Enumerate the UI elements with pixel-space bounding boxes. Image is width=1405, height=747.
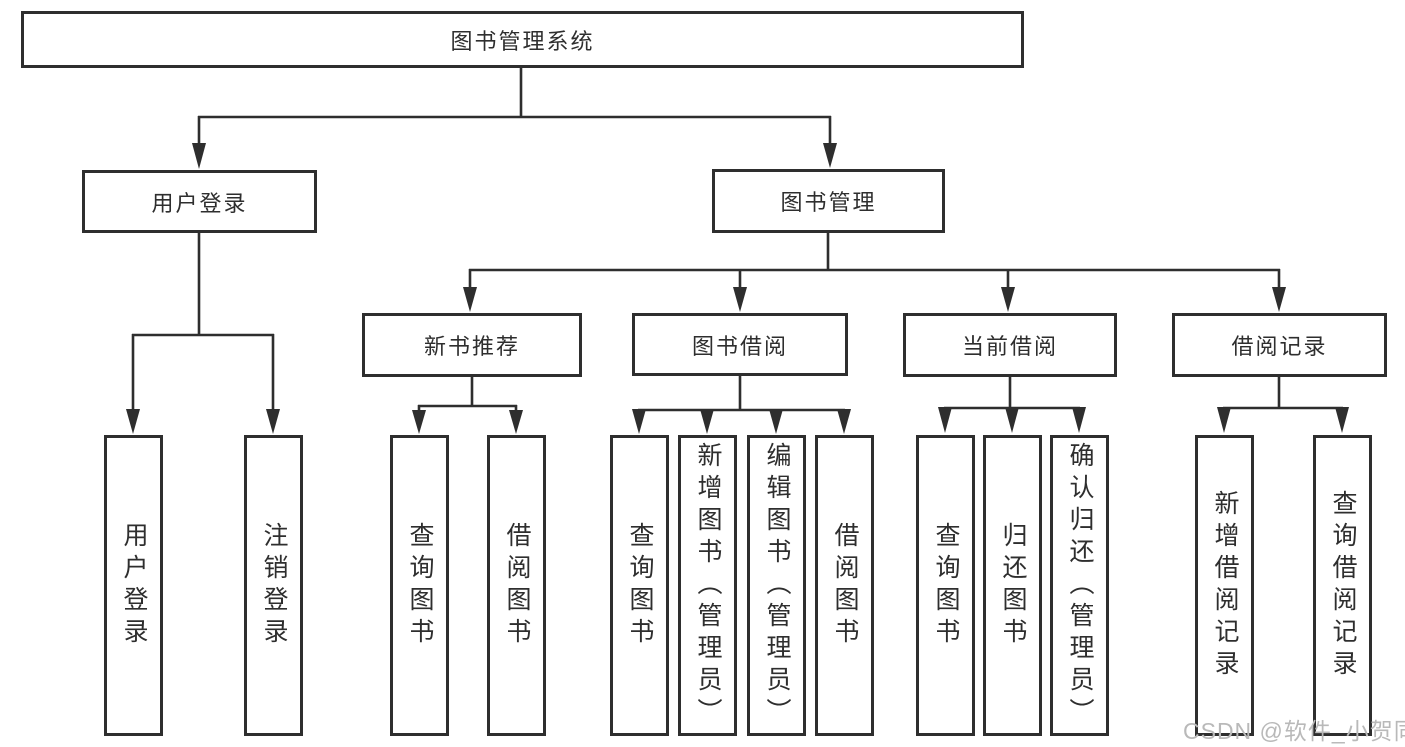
arrowhead-down	[463, 287, 477, 312]
connector-user-login-branch	[126, 232, 280, 434]
connector-borrow-record-branch	[1217, 377, 1349, 433]
arrowhead-down	[1072, 407, 1086, 433]
node-root-system-label: 图书管理系统	[450, 28, 595, 54]
leaf-recommend-query-books: 查询图书	[390, 435, 449, 736]
node-current-borrowing-label: 当前借阅	[961, 334, 1058, 359]
node-borrowing-records-label: 借阅记录	[1231, 334, 1328, 359]
connector-book-mgmt-to-level3	[463, 233, 1286, 312]
arrowhead-down	[412, 410, 426, 434]
arrowhead-down	[509, 410, 523, 434]
leaf-confirm-return-admin-label: 确认归还（管理员）	[1066, 441, 1094, 730]
leaf-borrow-query-books-label: 查询图书	[626, 521, 654, 650]
leaf-add-books-admin-label: 新增图书（管理员）	[694, 441, 722, 730]
node-new-book-recommend: 新书推荐	[362, 313, 582, 377]
leaf-user-login: 用户登录	[104, 435, 163, 736]
leaf-add-borrow-record: 新增借阅记录	[1195, 435, 1254, 736]
arrowhead-down	[266, 409, 280, 434]
leaf-query-borrow-record: 查询借阅记录	[1313, 435, 1372, 736]
node-root-system: 图书管理系统	[21, 11, 1024, 68]
leaf-return-books: 归还图书	[983, 435, 1042, 736]
leaf-edit-books-admin-label: 编辑图书（管理员）	[763, 441, 791, 730]
leaf-current-query-books: 查询图书	[916, 435, 975, 736]
node-book-management-module: 图书管理	[712, 169, 945, 233]
connector-book-borrow-branch	[632, 376, 851, 434]
arrowhead-down	[632, 409, 646, 434]
leaf-add-borrow-record-label: 新增借阅记录	[1211, 489, 1239, 682]
node-book-management-module-label: 图书管理	[780, 190, 877, 215]
arrowhead-down	[769, 409, 783, 434]
leaf-recommend-borrow-books-label: 借阅图书	[503, 521, 531, 650]
csdn-watermark: CSDN @软件_小贺同学	[1183, 718, 1405, 744]
arrowhead-down	[126, 409, 140, 434]
arrowhead-down	[1005, 407, 1019, 433]
leaf-borrow-books-label: 借阅图书	[831, 521, 859, 650]
arrowhead-down	[192, 143, 206, 169]
leaf-query-borrow-record-label: 查询借阅记录	[1329, 489, 1357, 682]
leaf-borrow-books: 借阅图书	[815, 435, 874, 736]
arrowhead-down	[1335, 407, 1349, 433]
leaf-current-query-books-label: 查询图书	[932, 521, 960, 650]
node-current-borrowing: 当前借阅	[903, 313, 1117, 377]
leaf-recommend-query-books-label: 查询图书	[406, 521, 434, 650]
arrowhead-down	[837, 409, 851, 434]
leaf-add-books-admin: 新增图书（管理员）	[678, 435, 737, 736]
arrowhead-down	[700, 409, 714, 434]
leaf-logout-label: 注销登录	[260, 521, 288, 650]
leaf-edit-books-admin: 编辑图书（管理员）	[747, 435, 806, 736]
leaf-return-books-label: 归还图书	[999, 521, 1027, 650]
leaf-recommend-borrow-books: 借阅图书	[487, 435, 546, 736]
node-user-login-module-label: 用户登录	[151, 190, 248, 216]
node-borrowing-records: 借阅记录	[1172, 313, 1387, 377]
arrowhead-down	[1217, 407, 1231, 433]
arrowhead-down	[823, 143, 837, 168]
leaf-confirm-return-admin: 确认归还（管理员）	[1050, 435, 1109, 736]
leaf-user-login-label: 用户登录	[120, 521, 148, 650]
connector-root-to-level2	[192, 68, 837, 169]
node-new-book-recommend-label: 新书推荐	[423, 334, 520, 359]
node-user-login-module: 用户登录	[82, 170, 317, 233]
arrowhead-down	[1001, 287, 1015, 312]
arrowhead-down	[938, 407, 952, 433]
connector-new-book-branch	[412, 377, 523, 434]
leaf-borrow-query-books: 查询图书	[610, 435, 669, 736]
arrowhead-down	[1272, 287, 1286, 312]
leaf-logout: 注销登录	[244, 435, 303, 736]
arrowhead-down	[733, 287, 747, 312]
node-book-borrowing: 图书借阅	[632, 313, 848, 376]
node-book-borrowing-label: 图书借阅	[691, 333, 788, 359]
connector-current-borrow-branch	[938, 377, 1086, 433]
